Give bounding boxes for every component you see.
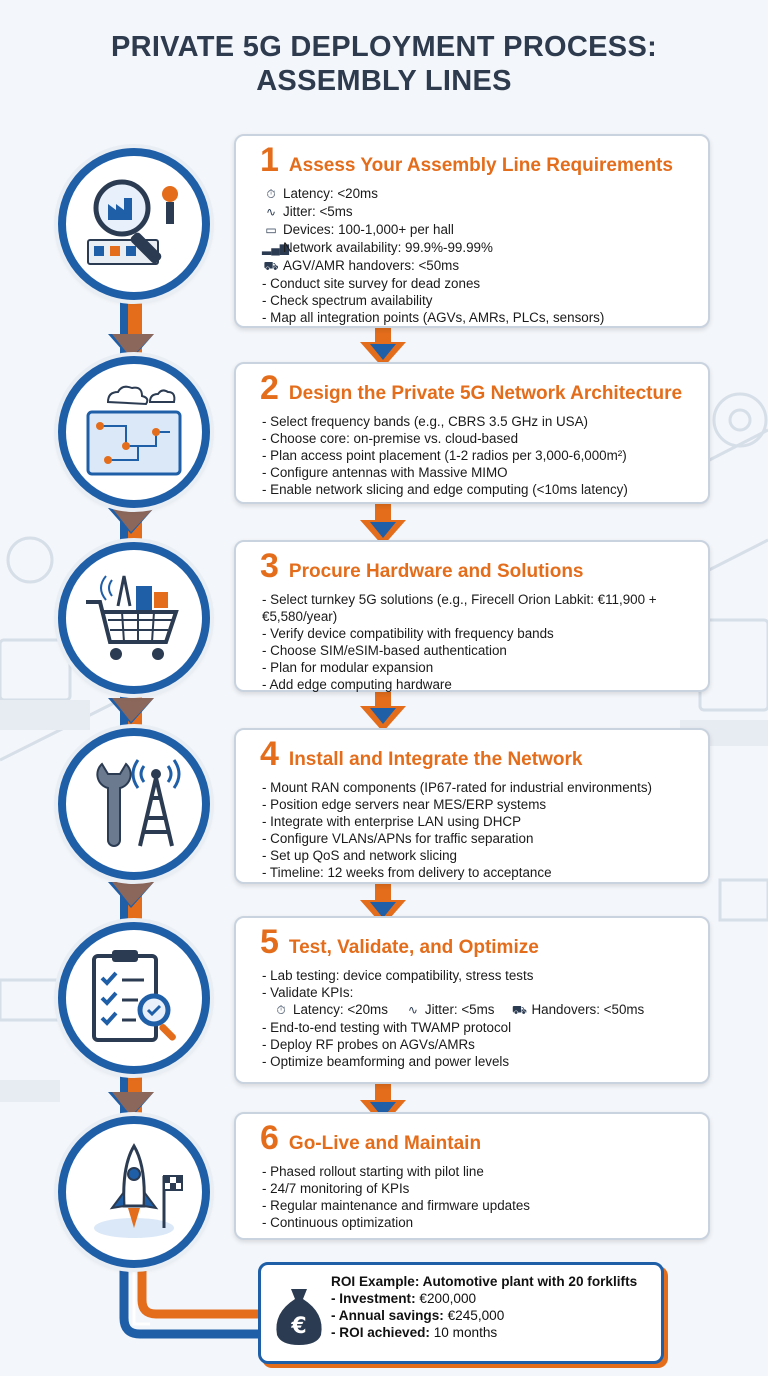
shopping-cart-icon: [86, 575, 179, 660]
step-3-icon-circle: [58, 542, 210, 694]
list-item: - Set up QoS and network slicing: [262, 848, 458, 863]
list-item: - Check spectrum availability: [262, 293, 433, 308]
list-item: - Validate KPIs:: [262, 985, 354, 1000]
svg-text:€: €: [290, 1314, 306, 1339]
step-number: 6: [260, 1119, 279, 1157]
metric-jitter: ∿Jitter: <5ms: [262, 203, 698, 221]
devices-icon: ▭: [265, 223, 277, 237]
step-6-card: 6 Go-Live and Maintain - Phased rollout …: [234, 1112, 710, 1240]
list-item: - Verify device compatibility with frequ…: [262, 626, 554, 641]
page-title: PRIVATE 5G DEPLOYMENT PROCESS: ASSEMBLY …: [110, 31, 658, 97]
vehicle-icon: ⛟: [263, 259, 279, 273]
roi-heading: ROI Example: Automotive plant with 20 fo…: [331, 1274, 638, 1289]
step-number: 3: [260, 547, 279, 585]
step-number: 2: [260, 369, 279, 407]
list-item: - Lab testing: device compatibility, str…: [262, 968, 534, 983]
list-item: - Deploy RF probes on AGVs/AMRs: [262, 1037, 475, 1052]
step-number: 1: [260, 141, 279, 179]
step-5-card: 5 Test, Validate, and Optimize - Lab tes…: [234, 916, 710, 1084]
roi-annual-savings: - Annual savings: €245,000: [331, 1308, 505, 1323]
step-1-icon-circle: [58, 148, 210, 300]
list-item: - Select frequency bands (e.g., CBRS 3.5…: [262, 414, 588, 429]
list-item: - Timeline: 12 weeks from delivery to ac…: [262, 865, 552, 880]
network-blueprint-icon: [86, 385, 182, 476]
list-item: - Configure antennas with Massive MIMO: [262, 465, 508, 480]
vehicle-icon: ⛟: [511, 1003, 528, 1017]
roi-example-box: € ROI Example: Automotive plant with 20 …: [258, 1262, 664, 1364]
step-number: 4: [260, 735, 279, 773]
list-item: - Plan access point placement (1-2 radio…: [262, 448, 627, 463]
step-title: Assess Your Assembly Line Requirements: [288, 155, 673, 176]
step-title: Test, Validate, and Optimize: [288, 937, 539, 958]
step-number: 5: [260, 923, 279, 961]
wrench-tower-icon: [96, 759, 181, 847]
center-arrows: [360, 324, 406, 1126]
stopwatch-icon: ⏱: [276, 1003, 286, 1017]
list-item: - Map all integration points (AGVs, AMRs…: [262, 310, 605, 325]
pulse-icon: ∿: [407, 1003, 418, 1017]
step-2-card: 2 Design the Private 5G Network Architec…: [234, 362, 710, 504]
money-bag-euro-icon: €: [276, 1289, 322, 1345]
list-item: - Integrate with enterprise LAN using DH…: [262, 814, 521, 829]
left-arrow-heads: [108, 334, 154, 1118]
pulse-icon: ∿: [265, 205, 277, 219]
rocket-flag-icon: [94, 1143, 183, 1238]
roi-investment: - Investment: €200,000: [331, 1291, 477, 1306]
list-item: - Select turnkey 5G solutions (e.g., Fir…: [262, 592, 657, 624]
kpi-latency: ⏱Latency: <20ms: [272, 1001, 388, 1019]
list-item: - Choose SIM/eSIM-based authentication: [262, 643, 507, 658]
list-item: - Configure VLANs/APNs for traffic separ…: [262, 831, 534, 846]
kpi-row: ⏱Latency: <20ms ∿Jitter: <5ms ⛟Handovers…: [272, 1001, 698, 1019]
step-title: Go-Live and Maintain: [288, 1133, 482, 1154]
kpi-handovers: ⛟Handovers: <50ms: [511, 1002, 645, 1017]
step-2-icon-circle: [58, 356, 210, 508]
list-item: - Plan for modular expansion: [262, 660, 434, 675]
kpi-jitter: ∿Jitter: <5ms: [404, 1001, 495, 1019]
roi-achieved: - ROI achieved: 10 months: [331, 1325, 498, 1340]
metric-availability: ▂▄▆Network availability: 99.9%-99.99%: [262, 240, 493, 255]
step-1-card: 1 Assess Your Assembly Line Requirements…: [234, 134, 710, 328]
list-item: - Phased rollout starting with pilot lin…: [262, 1164, 484, 1179]
step-6-icon-circle: [58, 1116, 210, 1268]
list-item: - Optimize beamforming and power levels: [262, 1054, 510, 1069]
step-title: Install and Integrate the Network: [288, 749, 583, 770]
list-item: - 24/7 monitoring of KPIs: [262, 1181, 410, 1196]
list-item: - Regular maintenance and firmware updat…: [262, 1198, 530, 1213]
list-item: - Enable network slicing and edge comput…: [262, 482, 628, 497]
step-3-card: 3 Procure Hardware and Solutions - Selec…: [234, 540, 710, 692]
metric-latency: ⏱Latency: <20ms: [262, 185, 698, 203]
magnifier-factory-icon: [87, 179, 178, 265]
step-4-icon-circle: [58, 728, 210, 880]
list-item: - End-to-end testing with TWAMP protocol: [262, 1020, 512, 1035]
step-5-icon-circle: [58, 922, 210, 1074]
list-item: - Choose core: on-premise vs. cloud-base…: [262, 431, 519, 446]
list-item: - Continuous optimization: [262, 1215, 414, 1230]
step-title: Procure Hardware and Solutions: [288, 561, 584, 582]
step-title: Design the Private 5G Network Architectu…: [288, 383, 683, 404]
list-item: - Conduct site survey for dead zones: [262, 276, 481, 291]
metric-devices: ▭Devices: 100-1,000+ per hall: [262, 221, 698, 239]
metric-handovers: ⛟AGV/AMR handovers: <50ms: [263, 258, 460, 273]
signal-bars-icon: ▂▄▆: [262, 241, 289, 255]
list-item: - Position edge servers near MES/ERP sys…: [262, 797, 547, 812]
list-item: - Add edge computing hardware: [262, 677, 452, 692]
list-item: - Mount RAN components (IP67-rated for i…: [262, 780, 652, 795]
checklist-magnifier-icon: [92, 950, 176, 1042]
step-4-card: 4 Install and Integrate the Network - Mo…: [234, 728, 710, 884]
stopwatch-icon: ⏱: [266, 187, 276, 201]
